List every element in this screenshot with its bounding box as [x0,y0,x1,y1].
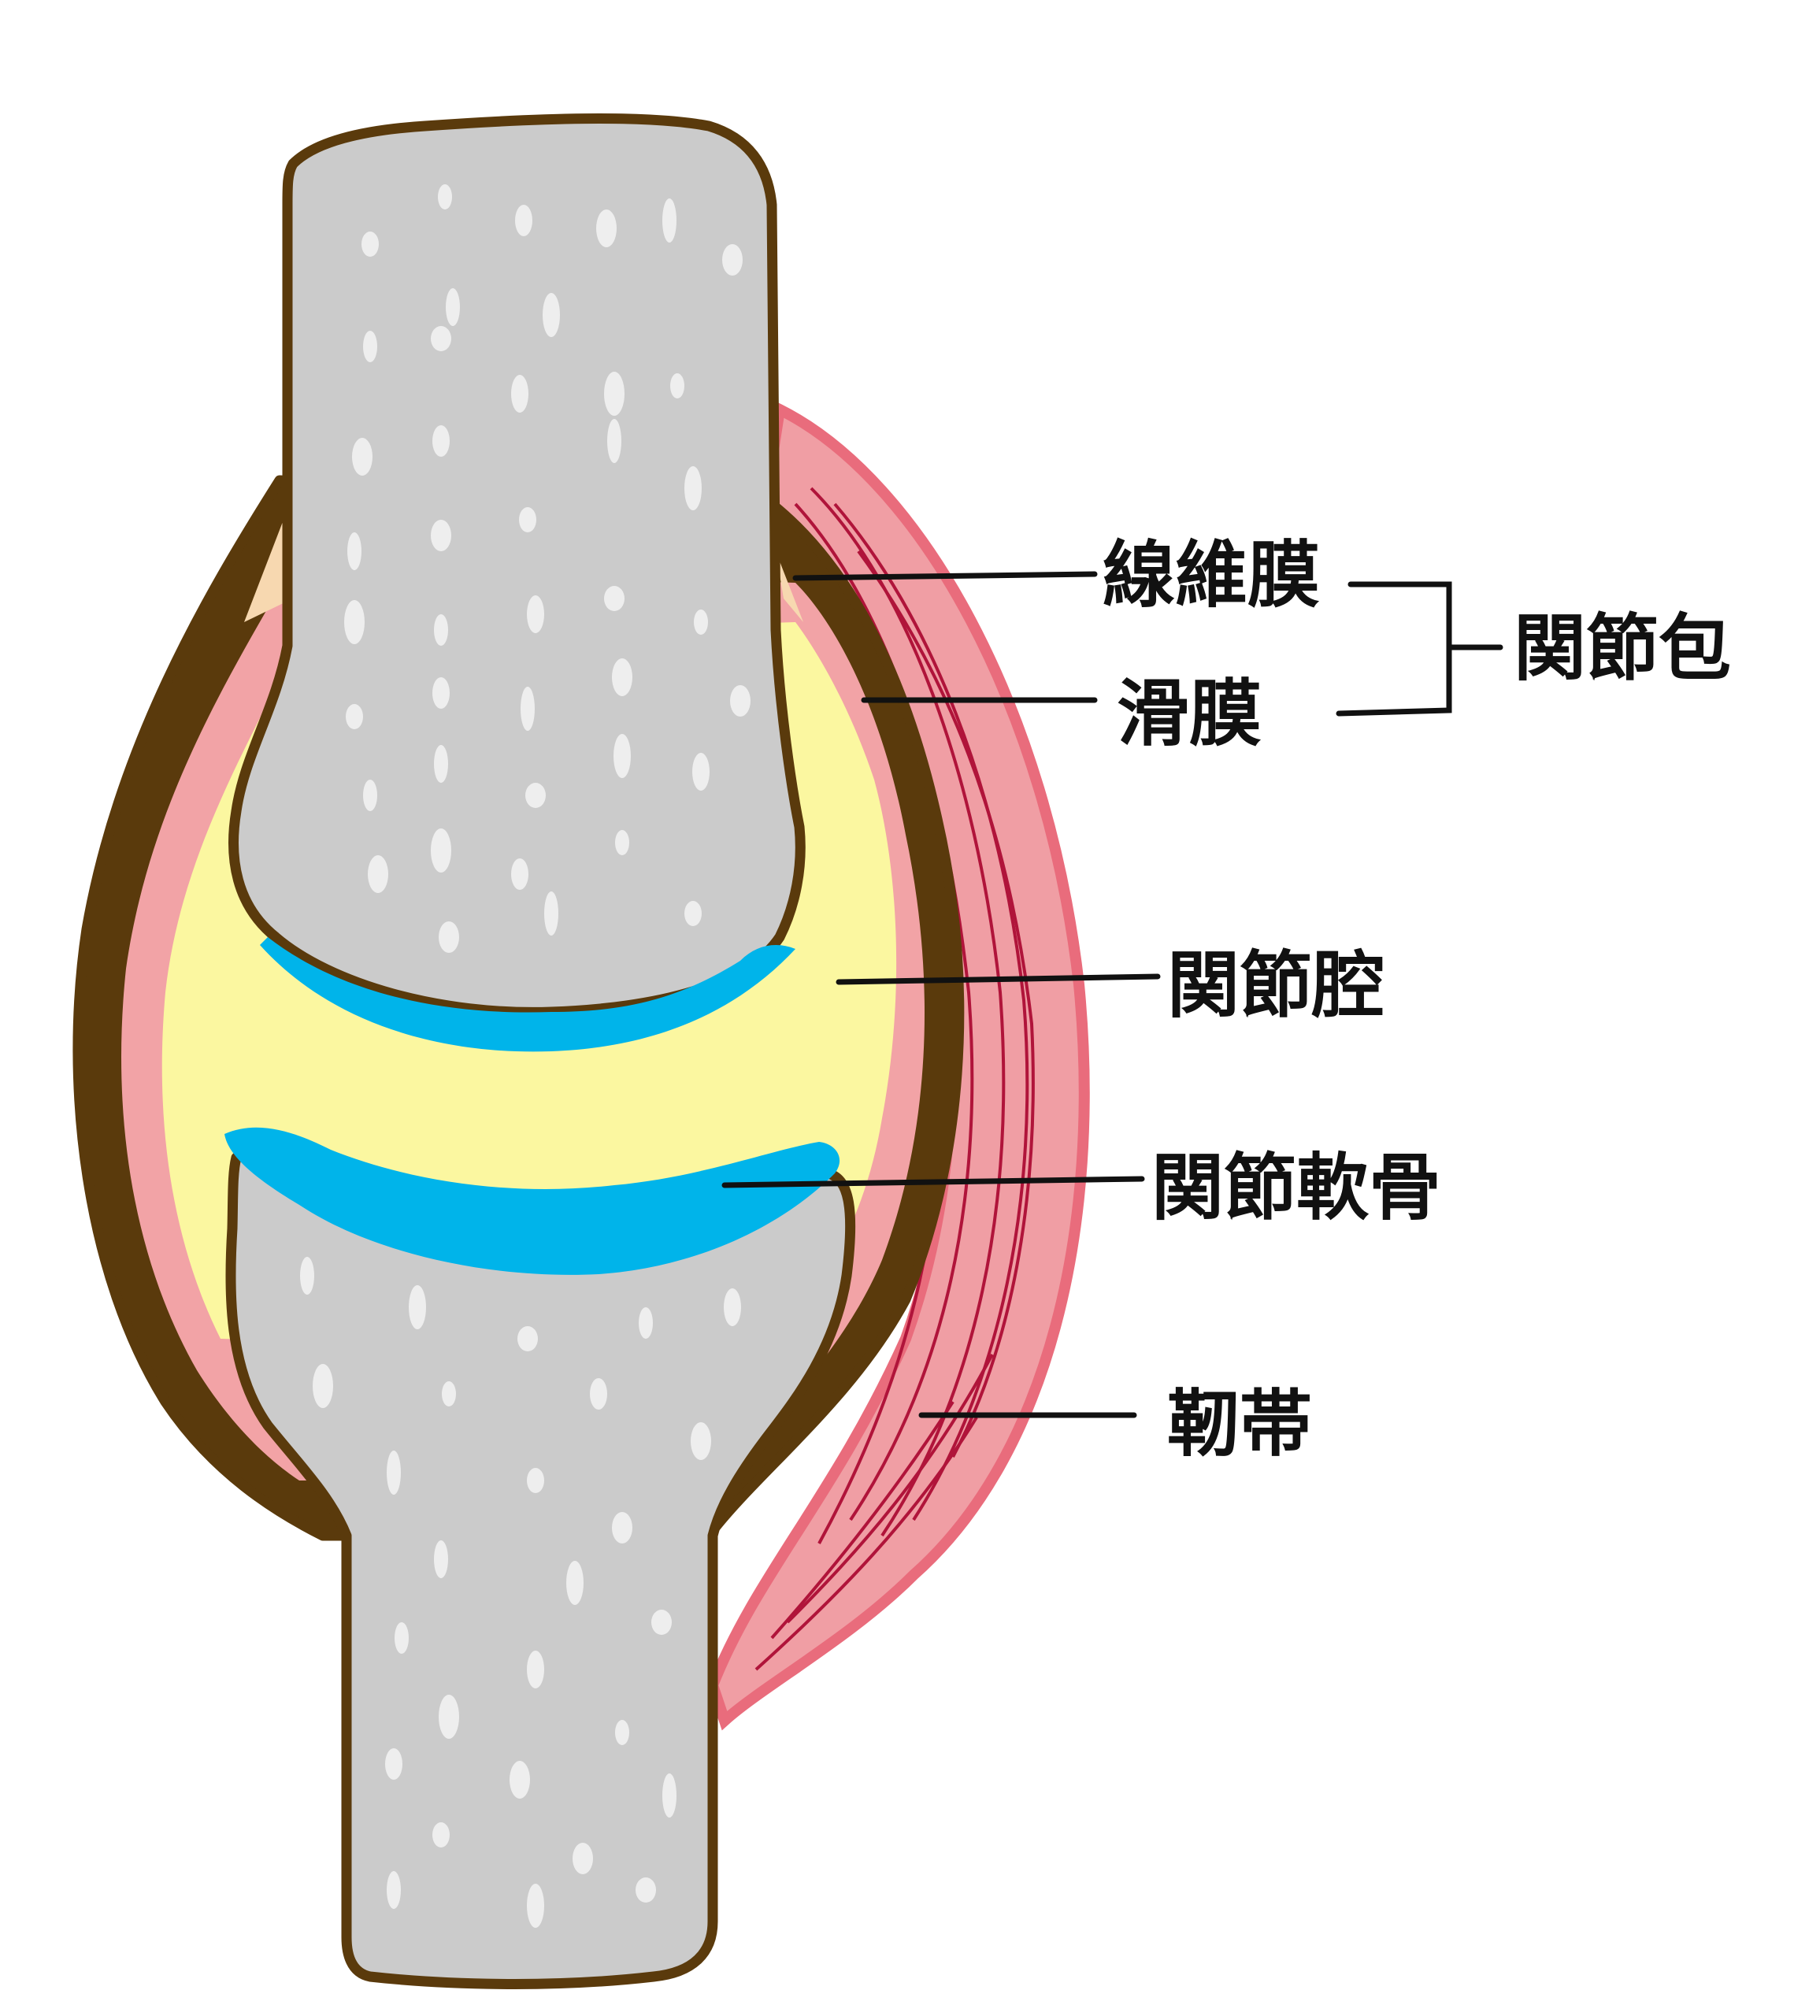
bone-spot [395,1622,409,1654]
bone-spot [439,1695,459,1739]
upper-articular-cartilage [260,937,795,1052]
bone-spot [519,507,536,532]
bone-spot [607,419,621,463]
bone-spot [691,1422,711,1460]
bone-spot [363,780,377,811]
bone-spot [543,293,560,337]
bone-spot [527,1884,544,1928]
bone-spot [604,372,625,416]
bone-spot [722,244,743,276]
bone-spot [662,198,676,243]
bone-spot [352,438,373,476]
bone-spot [511,375,528,413]
bone-spot [368,855,388,893]
bone-spot [346,704,363,729]
bone-spot [612,1512,632,1544]
bone-spot [684,466,702,510]
bone-spot [387,1871,401,1909]
bone-spot [566,1561,584,1605]
label-articular-cartilage: 関節軟骨 [1151,1146,1441,1230]
bone-spot [300,1257,314,1295]
bone-spot [432,1822,450,1847]
bone-spot [510,1761,530,1799]
bone-spot [651,1610,672,1635]
label-synovial-membrane: 滑膜 [1117,672,1262,756]
label-joint-capsule: 関節包 [1514,606,1731,691]
bone-spot [432,425,450,457]
bone-spot [684,901,702,926]
bone-spot [511,858,528,890]
bone-spot [613,734,631,778]
bone-spot [612,658,632,696]
bone-spot [515,205,532,236]
bone-spot [434,745,448,783]
bone-spot [639,1307,653,1339]
bone-spot [434,1540,448,1578]
leader-articular-cartilage [721,1176,1145,1188]
bone-spot [432,677,450,709]
leader-fibrous-membrane [792,571,1098,581]
bone-spot [409,1285,426,1329]
bone-spot [363,331,377,362]
bone-spot [615,830,629,855]
bone-spot [724,1288,741,1326]
bone-spot [615,1720,629,1745]
label-fibrous-membrane: 線維膜 [1103,533,1320,617]
capsule-bracket [1336,581,1503,717]
bone-spot [521,687,535,731]
bone-spot [596,209,617,247]
bone-spot [385,1748,402,1780]
leader-joint-cavity [836,973,1161,985]
bone-spot [730,685,751,717]
lower-articular-cartilage [224,1127,840,1275]
bone-spot [692,753,710,791]
bone-spot [573,1843,593,1874]
bone-spot [446,288,460,326]
bone-spot [604,586,625,611]
bone-spot [527,1651,544,1688]
bone-spot [590,1378,607,1410]
bone-spot [434,614,448,646]
label-joint-cavity: 関節腔 [1167,943,1384,1028]
bone-spot [361,232,379,257]
bone-spot [517,1326,538,1351]
bone-spot [347,532,361,570]
label-ligament: 靭帯 [1167,1382,1312,1466]
bone-spot [387,1451,401,1495]
bone-spot [636,1877,656,1903]
bone-spot [527,1468,544,1493]
bone-spot [431,520,451,551]
bone-spot [439,921,459,953]
bone-spot [525,783,546,808]
bone-spot [544,891,558,936]
bone-spot [431,828,451,873]
bone-spot [431,326,451,351]
bone-spot [670,373,684,398]
bone-spot [313,1364,333,1408]
bone-spot [438,184,452,209]
bone-spot [442,1381,456,1406]
leader-lines [721,571,1503,1418]
bone-texture [300,184,751,1928]
bone-spot [662,1773,676,1818]
fat-pad-right [776,551,803,622]
bone-spot [344,600,365,644]
bone-spot [527,595,544,633]
bone-spot [694,610,708,635]
fat-pad-left [244,520,293,622]
